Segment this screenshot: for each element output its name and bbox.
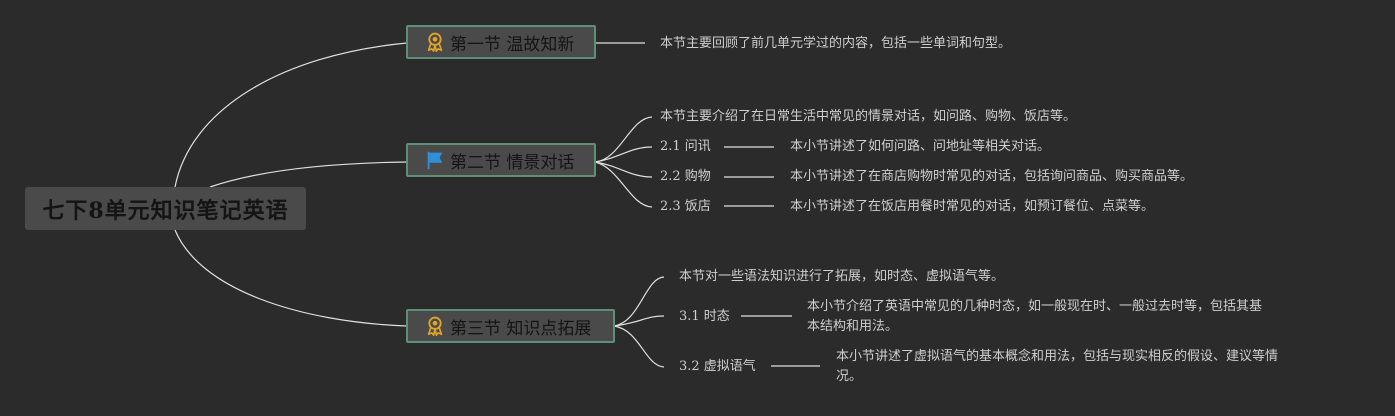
topic-desc-line: 本小节介绍了英语中常见的几种时态，如一般现在时、一般过去时等，包括其基 bbox=[807, 299, 1263, 314]
topic-desc: 本小节讲述了如何问路、问地址等相关对话。 bbox=[790, 139, 1051, 154]
topic-label[interactable]: 2.1 问讯 bbox=[660, 139, 711, 154]
flag-icon bbox=[424, 149, 446, 171]
topic-label[interactable]: 2.2 购物 bbox=[660, 169, 711, 184]
section-node-2[interactable]: 第二节 情景对话 bbox=[406, 143, 596, 177]
section-summary: 本节对一些语法知识进行了拓展，如时态、虚拟语气等。 bbox=[679, 269, 1005, 284]
topic-label[interactable]: 3.1 时态 bbox=[679, 309, 730, 324]
award-icon bbox=[424, 31, 446, 53]
section-summary: 本节主要介绍了在日常生活中常见的情景对话，如问路、购物、饭店等。 bbox=[660, 109, 1077, 124]
award-icon bbox=[424, 315, 446, 337]
topic-desc-line: 本结构和用法。 bbox=[807, 319, 899, 334]
topic-desc-line: 况。 bbox=[836, 369, 863, 384]
topic-label[interactable]: 2.3 饭店 bbox=[660, 199, 711, 214]
topic-label[interactable]: 3.2 虚拟语气 bbox=[679, 359, 756, 374]
topic-desc: 本小节讲述了在商店购物时常见的对话，包括询问商品、购买商品等。 bbox=[790, 169, 1194, 184]
section-summary: 本节主要回顾了前几单元学过的内容，包括一些单词和句型。 bbox=[660, 36, 1012, 51]
section-title: 第三节 知识点拓展 bbox=[450, 318, 592, 339]
topic-desc-line: 本小节讲述了虚拟语气的基本概念和用法，包括与现实相反的假设、建议等情 bbox=[836, 349, 1279, 364]
root-title: 七下8单元知识笔记英语 bbox=[42, 197, 289, 224]
topic-desc: 本小节讲述了在饭店用餐时常见的对话，如预订餐位、点菜等。 bbox=[790, 199, 1155, 214]
section-title: 第二节 情景对话 bbox=[450, 152, 575, 173]
root-node[interactable]: 七下8单元知识笔记英语 bbox=[25, 187, 306, 230]
section-node-3[interactable]: 第三节 知识点拓展 bbox=[406, 309, 615, 343]
section-title: 第一节 温故知新 bbox=[450, 34, 575, 55]
section-node-1[interactable]: 第一节 温故知新 bbox=[406, 25, 596, 59]
